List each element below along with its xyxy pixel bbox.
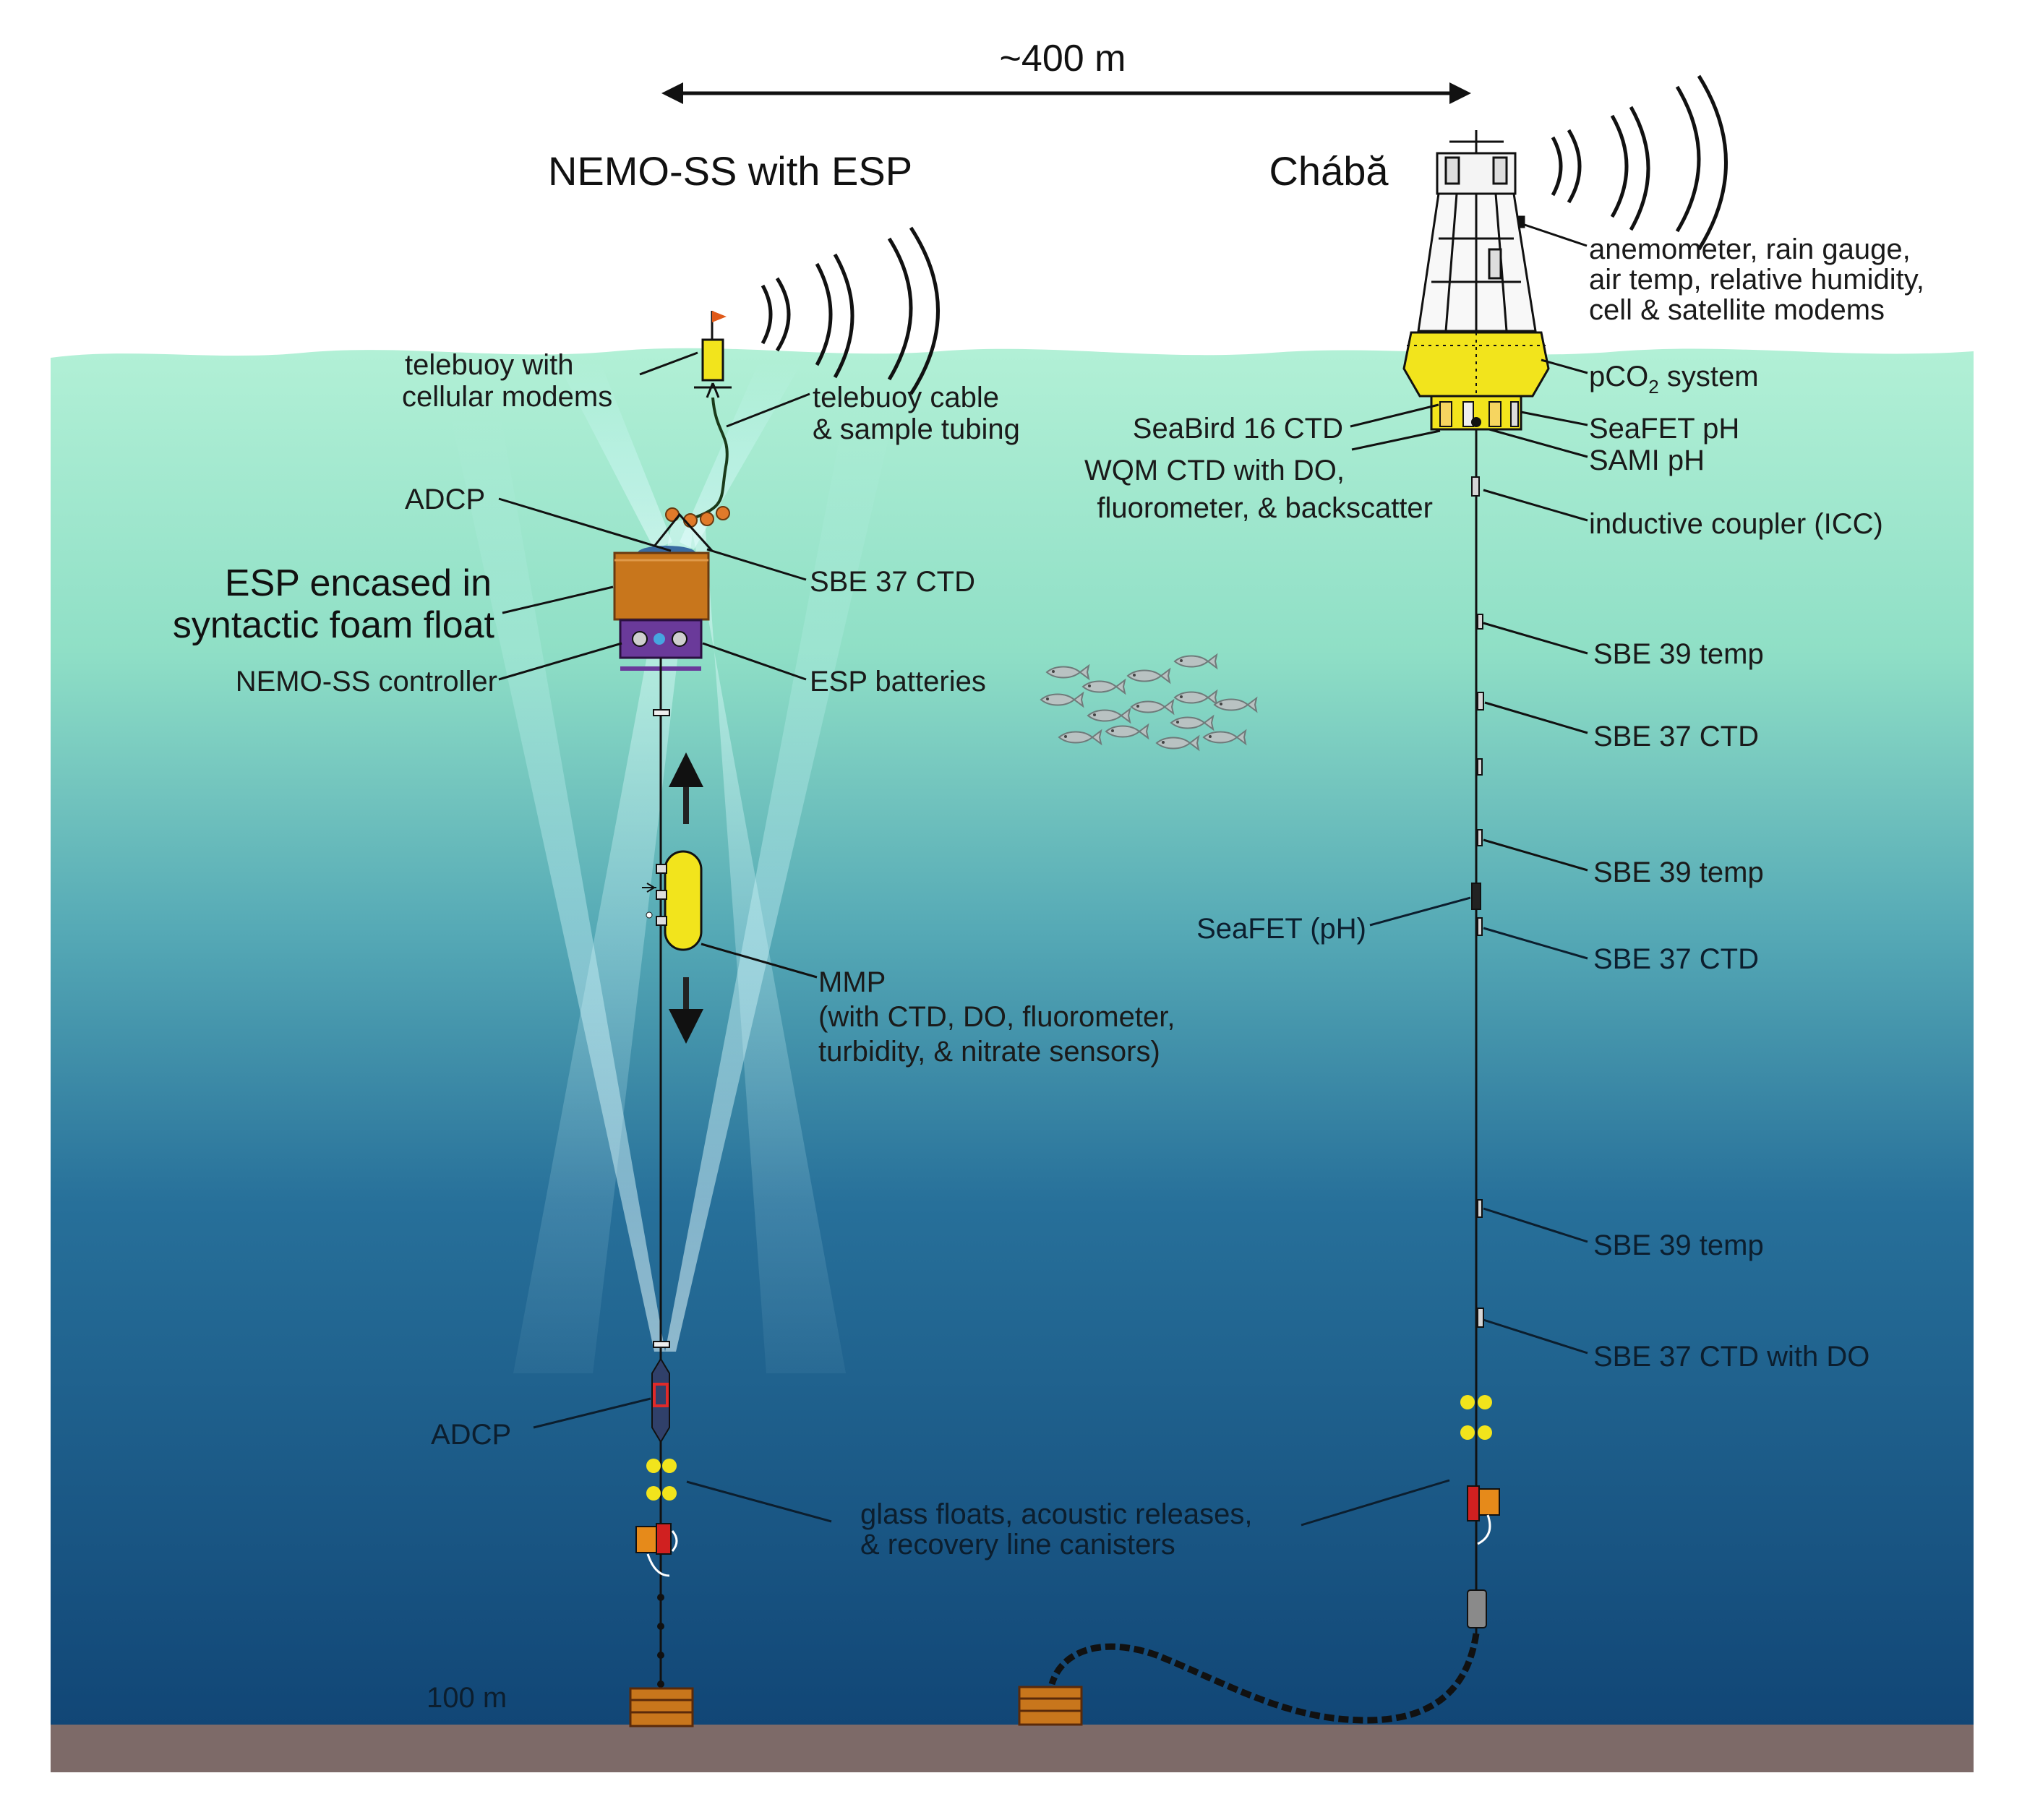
glass-floats-label-1: glass floats, acoustic releases, bbox=[860, 1498, 1252, 1530]
mmp-label-2: (with CTD, DO, fluorometer, bbox=[818, 1001, 1175, 1033]
acoustic-release-left bbox=[635, 1523, 678, 1577]
anchor-left bbox=[629, 1687, 694, 1727]
pco2-label-suffix: system bbox=[1659, 361, 1759, 392]
acoustic-release-right bbox=[1467, 1485, 1500, 1628]
sbe39-3-label: SBE 39 temp bbox=[1593, 1229, 1764, 1261]
esp-float-label-1: ESP encased in bbox=[225, 562, 492, 604]
seafet-mid-label: SeaFET (pH) bbox=[1196, 913, 1366, 945]
adcp-bottom-instrument bbox=[651, 1357, 670, 1443]
icc-label: inductive coupler (ICC) bbox=[1589, 508, 1883, 540]
anemometer-label-3: cell & satellite modems bbox=[1589, 294, 1885, 326]
glass-floats-right bbox=[1460, 1395, 1492, 1440]
esp-float-label-2: syntactic foam float bbox=[173, 604, 495, 646]
glass-floats-left bbox=[646, 1459, 677, 1501]
pco2-label: pCO2 system bbox=[1589, 361, 1759, 398]
chaba-buoy-hull bbox=[1402, 331, 1550, 431]
sbe39-1-label: SBE 39 temp bbox=[1593, 638, 1764, 670]
anemometer-label-2: air temp, relative humidity, bbox=[1589, 264, 1924, 296]
distance-label: ~400 m bbox=[1000, 38, 1126, 80]
anemometer-label-1: anemometer, rain gauge, bbox=[1589, 233, 1911, 265]
glass-floats-label-2: & recovery line canisters bbox=[860, 1529, 1175, 1561]
float-bridle bbox=[649, 512, 714, 552]
pco2-label-main: pCO bbox=[1589, 361, 1648, 392]
sami-ph-label: SAMI pH bbox=[1589, 445, 1705, 476]
nemo-controller-label: NEMO-SS controller bbox=[236, 666, 497, 697]
chaba-anchor-chain bbox=[1048, 1633, 1480, 1724]
seafloor bbox=[51, 1725, 1974, 1772]
adcp-bottom-label: ADCP bbox=[431, 1419, 511, 1451]
sbe37-1-label: SBE 37 CTD bbox=[1593, 721, 1759, 752]
mooring-chain-left bbox=[657, 1594, 664, 1688]
wqm-label-2: fluorometer, & backscatter bbox=[1097, 492, 1433, 524]
mmp-label-3: turbidity, & nitrate sensors) bbox=[818, 1036, 1160, 1068]
seabird16-label: SeaBird 16 CTD bbox=[1133, 413, 1343, 445]
wqm-label-1: WQM CTD with DO, bbox=[1084, 455, 1345, 486]
leader-lines bbox=[498, 223, 1588, 1527]
sbe37-do-label: SBE 37 CTD with DO bbox=[1593, 1341, 1869, 1373]
mmp-profiler bbox=[642, 850, 703, 951]
chaba-title: Chábă bbox=[1269, 148, 1389, 194]
chaba-mooring bbox=[1018, 74, 1728, 1726]
telebuoy bbox=[694, 311, 732, 398]
chaba-sensors bbox=[1471, 476, 1484, 1328]
telebuoy-cable bbox=[686, 397, 729, 522]
esp-batteries-label: ESP batteries bbox=[810, 666, 986, 697]
depth-label: 100 m bbox=[427, 1682, 507, 1714]
nemo-mooring bbox=[613, 226, 940, 1727]
esp-float bbox=[613, 546, 710, 621]
seafet-ph-label: SeaFET pH bbox=[1589, 413, 1739, 445]
nemo-title: NEMO-SS with ESP bbox=[548, 148, 912, 194]
sbe37-left-label: SBE 37 CTD bbox=[810, 566, 975, 598]
sbe39-2-label: SBE 39 temp bbox=[1593, 857, 1764, 888]
telebuoy-label-1: telebuoy with bbox=[405, 349, 573, 381]
labels: telebuoy with cellular modems telebuoy c… bbox=[173, 233, 1924, 1714]
adcp-top-label: ADCP bbox=[405, 484, 485, 515]
telebuoy-cable-label-2: & sample tubing bbox=[813, 413, 1020, 445]
telebuoy-signal-icon bbox=[761, 226, 940, 395]
anchor-right bbox=[1018, 1686, 1083, 1726]
chaba-buoy-tower bbox=[1417, 130, 1537, 332]
mmp-label-1: MMP bbox=[818, 966, 886, 998]
pco2-label-sub: 2 bbox=[1648, 376, 1658, 398]
sbe37-2-label: SBE 37 CTD bbox=[1593, 943, 1759, 975]
telebuoy-label-2: cellular modems bbox=[402, 381, 612, 413]
telebuoy-cable-label-1: telebuoy cable bbox=[813, 382, 999, 413]
chaba-signal-icon bbox=[1551, 74, 1728, 251]
